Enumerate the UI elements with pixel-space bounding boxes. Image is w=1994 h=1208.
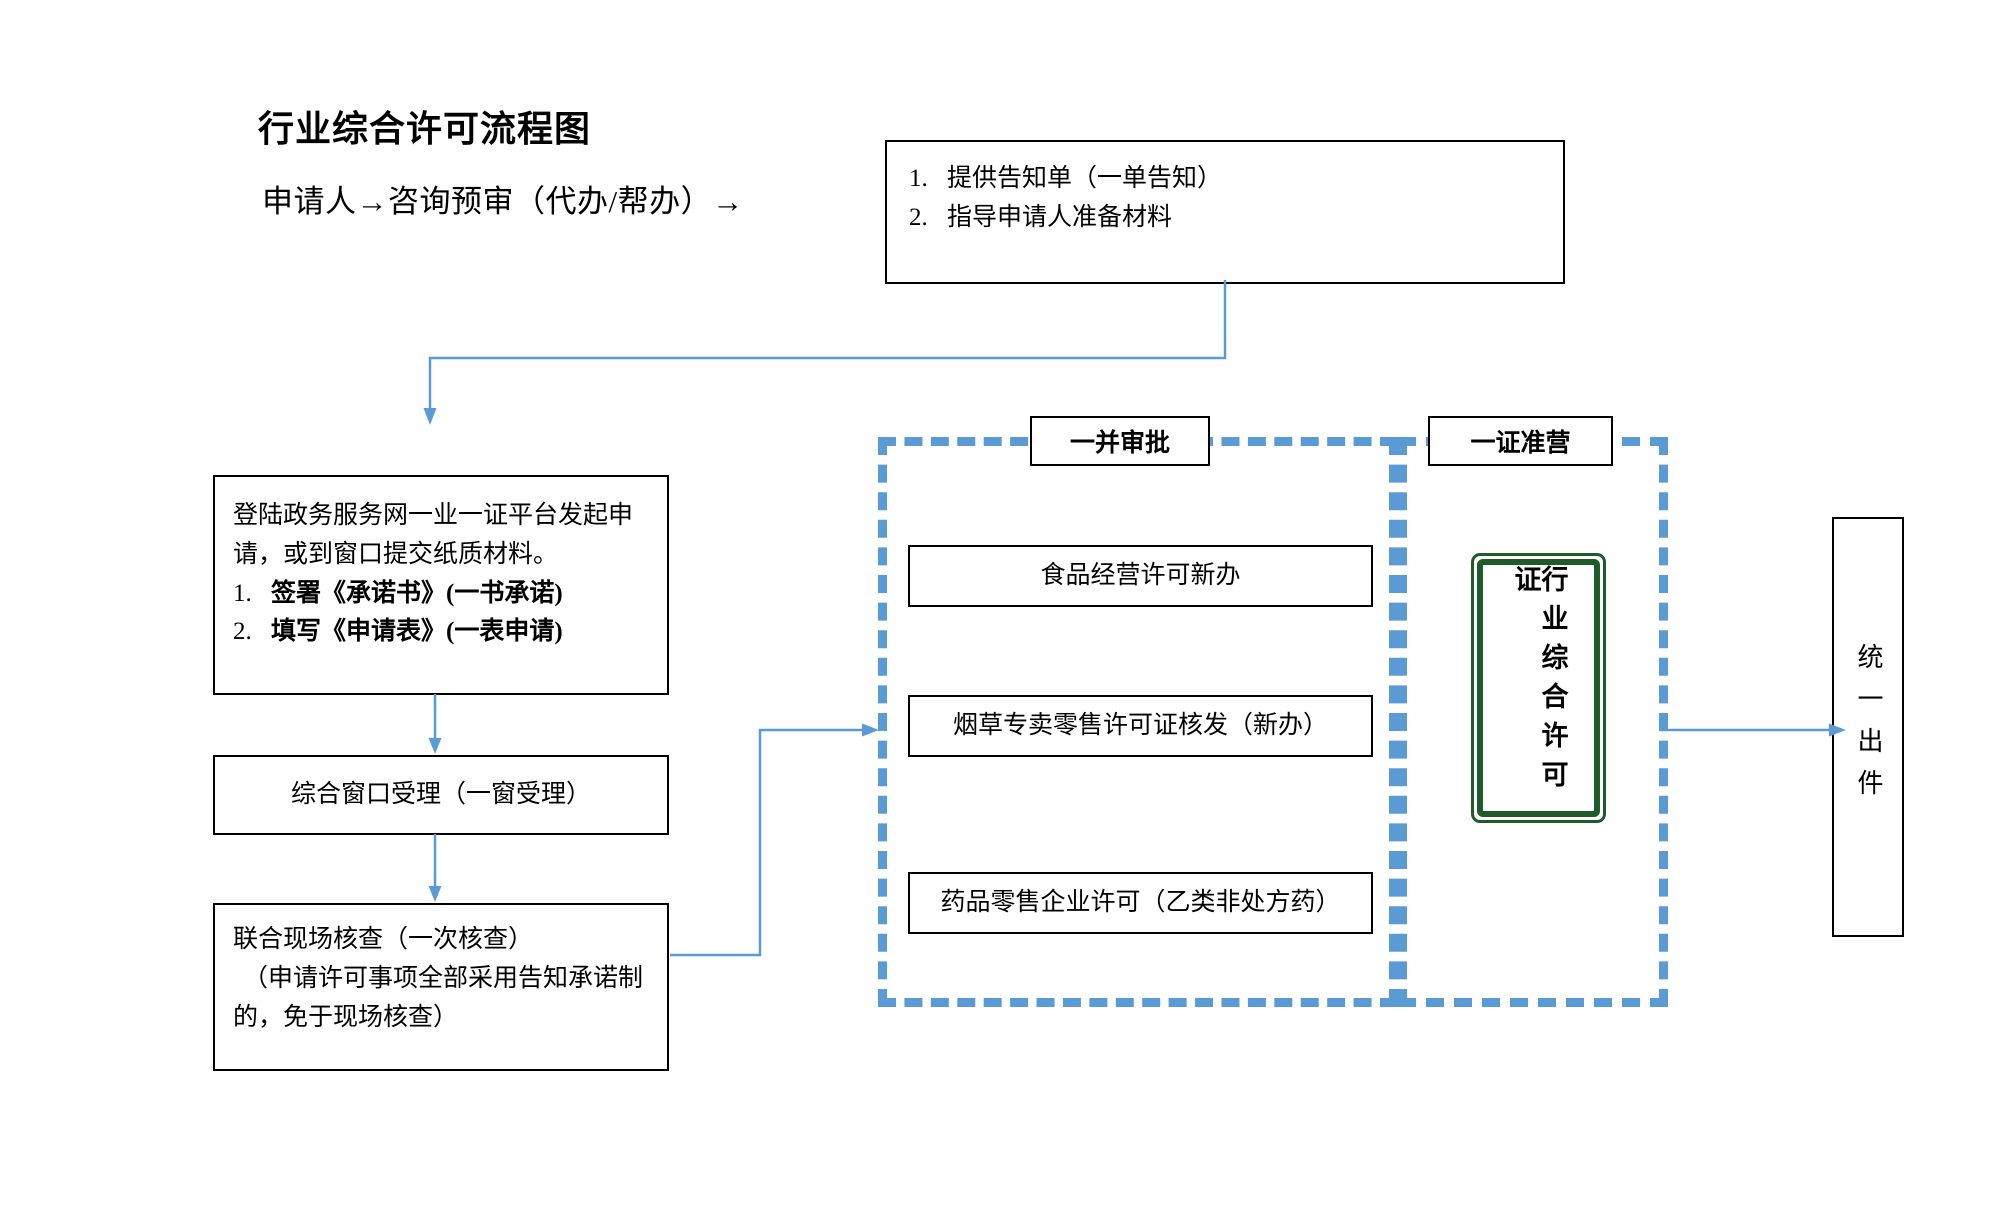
pre-review-item-2-number: 2. xyxy=(909,203,928,231)
connector-license-to-output xyxy=(1660,723,1846,737)
permit-box-food[interactable]: 食品经营许可新办 xyxy=(908,545,1373,607)
permit-food-label: 食品经营许可新办 xyxy=(1040,561,1241,589)
certificate-inner-frame: 行业综合许可证 xyxy=(1477,559,1600,817)
application-item-2: 2. 填写《申请表》(一表申请) xyxy=(233,613,649,652)
page-title: 行业综合许可流程图 xyxy=(258,108,592,149)
permit-box-tobacco[interactable]: 烟草专卖零售许可证核发（新办） xyxy=(908,695,1373,757)
application-item-2-number: 2. xyxy=(233,618,252,646)
inspection-line-1: 联合现场核查（一次核查） xyxy=(233,921,649,960)
connector-prereview-to-application xyxy=(423,280,1227,425)
group-approval-label: 一并审批 xyxy=(1030,416,1210,466)
pre-review-item-1-text: 提供告知单（一单告知） xyxy=(947,165,1223,192)
application-item-1: 1. 签署《承诺书》(一书承诺) xyxy=(233,575,649,614)
inspection-line-2: （申请许可事项全部采用告知承诺制 xyxy=(243,964,644,992)
inspection-line-3: 的，免于现场核查） xyxy=(233,1003,459,1031)
connector-acceptance-to-inspection xyxy=(428,834,442,902)
application-box[interactable]: 登陆政务服务网一业一证平台发起申 请，或到窗口提交纸质材料。 1. 签署《承诺书》… xyxy=(213,475,669,695)
application-line-2: 请，或到窗口提交纸质材料。 xyxy=(233,540,559,568)
industry-license-certificate[interactable]: 行业综合许可证 xyxy=(1471,553,1606,823)
permit-tobacco-label: 烟草专卖零售许可证核发（新办） xyxy=(952,711,1328,739)
application-line-1: 登陆政务服务网一业一证平台发起申 xyxy=(233,502,634,529)
group-license-label-text: 一证准营 xyxy=(1470,430,1571,457)
certificate-title: 行业综合许可证 xyxy=(1510,565,1568,799)
connector-application-to-acceptance xyxy=(428,694,442,754)
pre-review-item-2-text: 指导申请人准备材料 xyxy=(947,203,1173,231)
pre-review-item-2: 2. 指导申请人准备材料 xyxy=(909,199,1541,238)
output-box[interactable]: 统一出件 xyxy=(1832,517,1904,937)
process-subtitle: 申请人→咨询预审（代办/帮办）→ xyxy=(262,184,744,219)
application-item-1-text: 签署《承诺书》(一书承诺) xyxy=(271,579,563,607)
acceptance-box[interactable]: 综合窗口受理（一窗受理） xyxy=(213,755,669,835)
pre-review-item-1-number: 1. xyxy=(909,165,928,192)
pre-review-box[interactable]: 1. 提供告知单（一单告知） 2. 指导申请人准备材料 xyxy=(885,140,1565,284)
output-label: 统一出件 xyxy=(1854,643,1883,811)
application-item-2-text: 填写《申请表》(一表申请) xyxy=(271,618,563,646)
inspection-box[interactable]: 联合现场核查（一次核查） （申请许可事项全部采用告知承诺制 的，免于现场核查） xyxy=(213,903,669,1071)
application-item-1-number: 1. xyxy=(233,579,252,607)
permit-drug-label: 药品零售企业许可（乙类非处方药） xyxy=(940,888,1341,916)
pre-review-item-1: 1. 提供告知单（一单告知） xyxy=(909,160,1541,199)
inspection-line-1-text: 联合现场核查（一次核查） xyxy=(233,926,534,953)
group-license-label: 一证准营 xyxy=(1428,416,1613,466)
group-approval-label-text: 一并审批 xyxy=(1069,430,1170,457)
connector-inspection-to-approval xyxy=(670,723,879,957)
permit-box-drug[interactable]: 药品零售企业许可（乙类非处方药） xyxy=(908,872,1373,934)
acceptance-label: 综合窗口受理（一窗受理） xyxy=(290,780,591,808)
